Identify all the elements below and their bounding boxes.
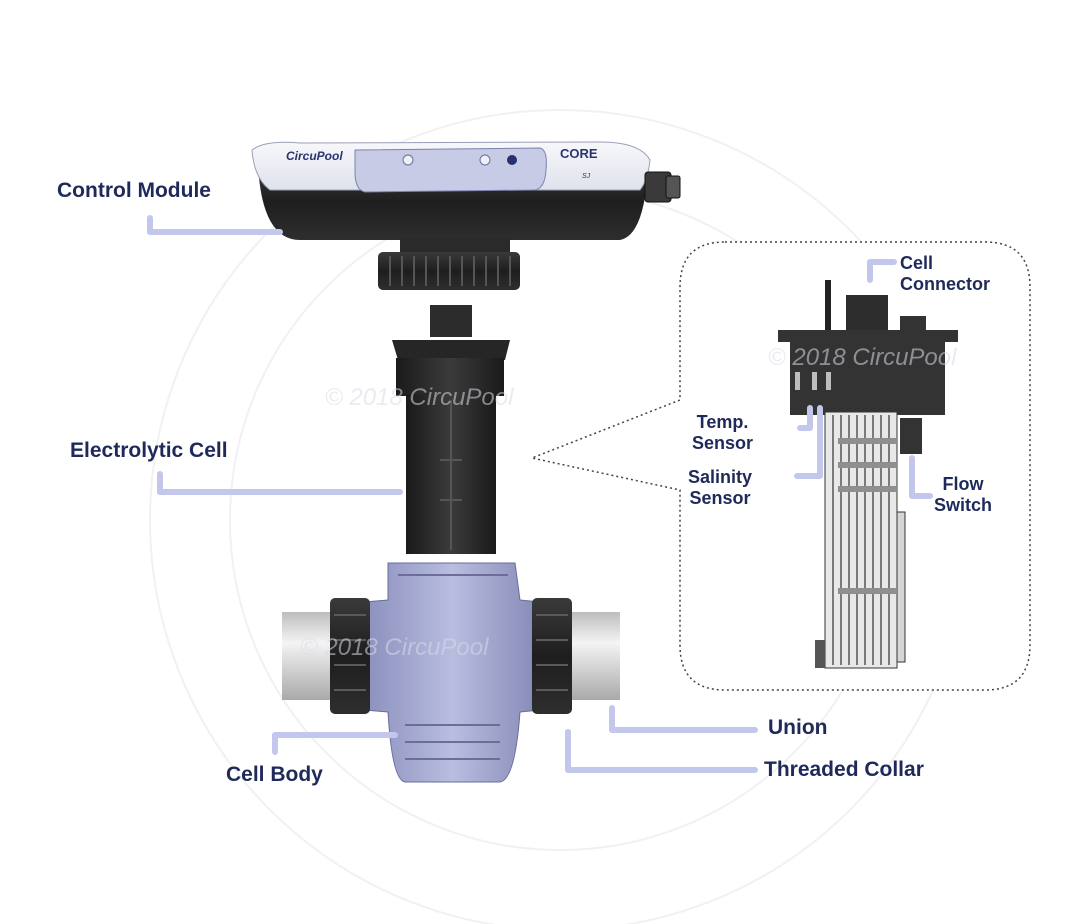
control-module-screen — [354, 147, 547, 193]
label-electrolytic-cell: Electrolytic Cell — [70, 439, 228, 462]
leader-union — [609, 705, 758, 733]
watermark-text: © 2018 CircuPool — [768, 344, 957, 371]
cell-body-drawing — [282, 562, 620, 783]
model-logo: CORE — [560, 146, 598, 161]
watermark-text: © 2018 CircuPool — [325, 384, 514, 411]
right-threaded-collar — [532, 598, 572, 714]
leader-salinity-sensor — [794, 405, 823, 479]
model-sub-logo: SJ — [582, 173, 591, 180]
cell-detail-drawing — [778, 280, 958, 669]
electrolytic-cell-drawing — [392, 305, 510, 554]
label-threaded-collar: Threaded Collar — [764, 758, 924, 781]
control-led — [507, 155, 517, 165]
leader-electrolytic-cell — [157, 471, 403, 495]
detail-cell-cap — [778, 330, 958, 415]
leader-cell-connector — [867, 259, 897, 283]
leader-threaded-collar — [565, 729, 758, 773]
detail-flow-switch — [900, 418, 922, 454]
cell-body-housing — [364, 562, 541, 783]
leader-temp-sensor — [797, 405, 813, 431]
leader-cell-body — [272, 732, 398, 755]
detail-cell-connector — [846, 295, 888, 335]
brand-logo: CircuPool — [286, 149, 343, 163]
left-threaded-collar — [330, 598, 370, 714]
control-module-drawing — [251, 141, 681, 290]
label-cell-body: Cell Body — [226, 763, 323, 786]
leader-control-module — [147, 215, 283, 235]
control-module-neck — [400, 238, 510, 254]
control-button-2 — [479, 154, 491, 166]
leader-flow-switch — [909, 455, 933, 499]
cell-top-connector — [430, 305, 472, 337]
cell-cap — [396, 358, 504, 396]
label-temp-sensor: Temp.Sensor — [692, 412, 754, 453]
label-control-module: Control Module — [57, 179, 211, 202]
label-union: Union — [768, 716, 828, 739]
watermark-text: © 2018 CircuPool — [300, 634, 489, 661]
detail-electrode-plates — [824, 411, 898, 669]
control-button-1 — [402, 154, 414, 166]
